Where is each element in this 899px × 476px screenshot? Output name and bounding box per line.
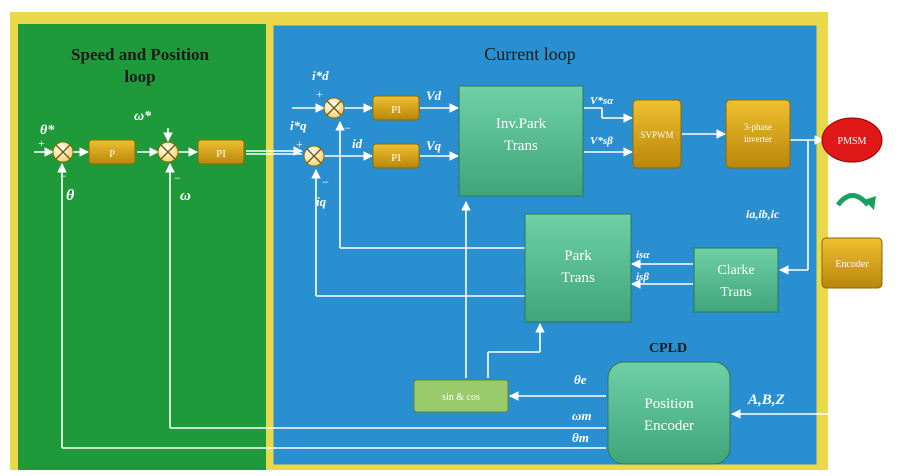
iq-fb-label: iq xyxy=(316,194,327,209)
pi-speed-block xyxy=(197,139,245,165)
plus-sign-2: + xyxy=(164,127,171,141)
sum-junction-q xyxy=(303,145,325,167)
park-block xyxy=(524,213,632,323)
omega-m-label: ωm xyxy=(572,408,592,423)
clarke-label-1: Clarke xyxy=(717,263,754,278)
vq-label: Vq xyxy=(426,138,442,153)
vbeta-label: V*sβ xyxy=(590,135,613,147)
encoder-block xyxy=(821,237,883,289)
clarke-label-2: Trans xyxy=(720,285,751,300)
p-controller-label: P xyxy=(109,148,115,160)
inv-park-label-1: Inv.Park xyxy=(496,116,547,132)
iabc-label: ia,ib,ic xyxy=(746,207,780,221)
position-encoder-block xyxy=(607,361,731,465)
ialpha-label: isα xyxy=(636,249,650,261)
sum-junction-speed xyxy=(157,141,179,163)
current-loop-title: Current loop xyxy=(484,44,576,64)
minus-sign-2: − xyxy=(174,171,181,185)
svpwm-label: SVPWM xyxy=(640,130,673,140)
clarke-block xyxy=(693,247,779,313)
plus-sign-3: + xyxy=(316,87,323,101)
plus-sign-1: + xyxy=(38,136,45,150)
cpld-label: CPLD xyxy=(649,341,687,356)
sincos-label: sin & cos xyxy=(442,392,480,403)
rotation-arrowhead-icon xyxy=(864,196,876,210)
pmsm-label: PMSM xyxy=(838,136,867,147)
speed-loop-panel xyxy=(18,24,266,470)
pi-q-block xyxy=(372,143,420,169)
inverter-block xyxy=(725,99,791,169)
pi-q-label: PI xyxy=(391,152,401,164)
inverter-label-1: 3-phase xyxy=(744,122,772,132)
park-label-2: Trans xyxy=(561,270,595,286)
id-ref-label: i*d xyxy=(312,68,329,83)
minus-sign-3: − xyxy=(344,121,351,135)
position-encoder-label-1: Position xyxy=(644,396,694,412)
id-fb-label: id xyxy=(352,136,363,151)
inverter-label-2: inverter xyxy=(744,134,772,144)
pmsm-motor xyxy=(821,117,883,163)
pi-d-block xyxy=(372,95,420,121)
svpwm-block xyxy=(632,99,682,169)
speed-loop-title-2: loop xyxy=(124,67,155,86)
sum-junction-d xyxy=(323,97,345,119)
minus-sign-1: − xyxy=(60,169,67,183)
p-controller-block xyxy=(88,139,136,165)
inv-park-label-2: Trans xyxy=(504,138,538,154)
theta-ref-label: θ* xyxy=(40,123,55,138)
abz-label: A,B,Z xyxy=(747,392,785,408)
ibeta-label: isβ xyxy=(636,271,649,283)
plus-sign-4: + xyxy=(296,137,303,151)
vd-label: Vd xyxy=(426,88,442,103)
theta-fb-label: θ xyxy=(66,187,75,204)
sum-junction-position xyxy=(52,141,74,163)
inv-park-block xyxy=(458,85,584,197)
park-label-1: Park xyxy=(564,248,592,264)
minus-sign-4: − xyxy=(322,175,329,189)
valpha-label: V*sα xyxy=(590,95,614,107)
rotation-arrow-icon xyxy=(835,193,870,207)
iq-ref-label: i*q xyxy=(290,118,307,133)
theta-m-label: θm xyxy=(572,430,589,445)
omega-ref-label: ω* xyxy=(134,109,152,124)
sincos-block xyxy=(413,379,509,413)
theta-e-label: θe xyxy=(574,372,587,387)
speed-loop-title-1: Speed and Position xyxy=(71,45,209,64)
encoder-label: Encoder xyxy=(835,259,869,270)
omega-fb-label: ω xyxy=(180,188,191,204)
position-encoder-label-2: Encoder xyxy=(644,418,694,434)
pi-speed-label: PI xyxy=(216,148,226,160)
pi-d-label: PI xyxy=(391,104,401,116)
